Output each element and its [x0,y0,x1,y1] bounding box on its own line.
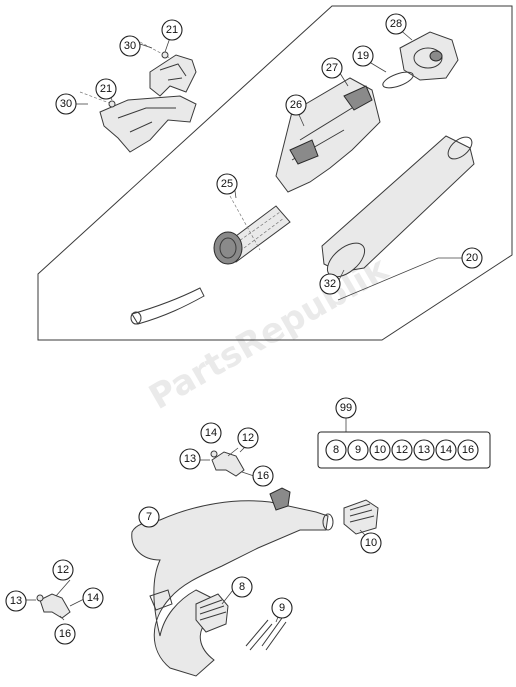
callout-28[interactable]: 28 [385,13,407,35]
kit-member-10[interactable]: 10 [369,439,391,461]
callout-14-lower[interactable]: 14 [82,587,104,609]
kit-member-13[interactable]: 13 [413,439,435,461]
gasket-ring [382,71,414,89]
svg-text:26: 26 [290,99,302,111]
watermark-text: PartsRepublik [143,248,397,417]
svg-text:12: 12 [57,564,69,576]
svg-text:12: 12 [396,444,408,456]
svg-text:21: 21 [100,83,112,95]
svg-text:14: 14 [205,427,217,439]
svg-text:13: 13 [418,444,430,456]
callout-21-upper[interactable]: 21 [161,19,183,41]
callout-13-lower[interactable]: 13 [5,590,27,612]
callout-30-upper[interactable]: 30 [119,35,141,57]
kit-member-9[interactable]: 9 [347,439,369,461]
callout-27[interactable]: 27 [321,57,343,79]
svg-text:25: 25 [221,178,233,190]
callout-32[interactable]: 32 [319,273,341,295]
svg-text:10: 10 [365,537,377,549]
perforated-core [213,195,291,265]
exhaust-springs [245,617,287,651]
svg-text:32: 32 [324,278,336,290]
callout-12-lower[interactable]: 12 [52,559,74,581]
kit-callout-99[interactable]: 99 [335,397,357,419]
upper-bracket [139,41,197,97]
lower-bracket [79,91,197,153]
o-ring-coupling [195,593,229,633]
svg-text:27: 27 [326,62,338,74]
svg-text:14: 14 [440,444,452,456]
callout-21-lower[interactable]: 21 [95,78,117,100]
svg-text:99: 99 [340,402,352,414]
svg-text:8: 8 [239,581,245,593]
svg-text:9: 9 [279,602,285,614]
svg-text:16: 16 [257,470,269,482]
callout-13-upper[interactable]: 13 [179,448,201,470]
kit-set: 99 8 9 10 12 13 14 16 [317,397,491,469]
inlet-pipe [130,287,205,325]
callout-9[interactable]: 9 [271,597,293,619]
svg-text:20: 20 [466,252,478,264]
inner-tube [275,77,381,193]
kit-member-12[interactable]: 12 [391,439,413,461]
kit-member-14[interactable]: 14 [435,439,457,461]
silencer-group-outline [37,5,513,341]
svg-text:30: 30 [60,98,72,110]
spring-sleeve [343,499,379,535]
svg-text:7: 7 [146,511,152,523]
svg-text:13: 13 [184,453,196,465]
svg-text:19: 19 [357,50,369,62]
svg-text:16: 16 [462,444,474,456]
expansion-chamber [131,487,334,677]
svg-text:14: 14 [87,592,99,604]
callout-12-upper[interactable]: 12 [237,427,259,449]
svg-text:13: 13 [10,595,22,607]
callout-8[interactable]: 8 [231,576,253,598]
callout-7[interactable]: 7 [138,506,160,528]
svg-text:16: 16 [59,628,71,640]
svg-text:9: 9 [355,444,361,456]
clip-lower [36,593,71,619]
callout-19[interactable]: 19 [352,45,374,67]
callout-26[interactable]: 26 [285,94,307,116]
callout-25[interactable]: 25 [216,173,238,195]
svg-text:10: 10 [374,444,386,456]
kit-member-8[interactable]: 8 [325,439,347,461]
callout-20[interactable]: 20 [461,247,483,269]
callout-16-lower[interactable]: 16 [54,623,76,645]
callout-30-lower[interactable]: 30 [55,93,77,115]
callout-16-upper[interactable]: 16 [252,465,274,487]
callout-10[interactable]: 10 [360,532,382,554]
end-cap [399,31,459,81]
svg-text:12: 12 [242,432,254,444]
svg-text:21: 21 [166,24,178,36]
callout-14-upper[interactable]: 14 [200,422,222,444]
kit-member-16[interactable]: 16 [457,439,479,461]
callouts: 21 30 21 30 28 19 27 26 25 20 32 14 12 1… [5,13,483,645]
clip-upper [210,450,245,477]
svg-text:30: 30 [124,40,136,52]
svg-text:8: 8 [333,444,339,456]
svg-text:28: 28 [390,18,402,30]
